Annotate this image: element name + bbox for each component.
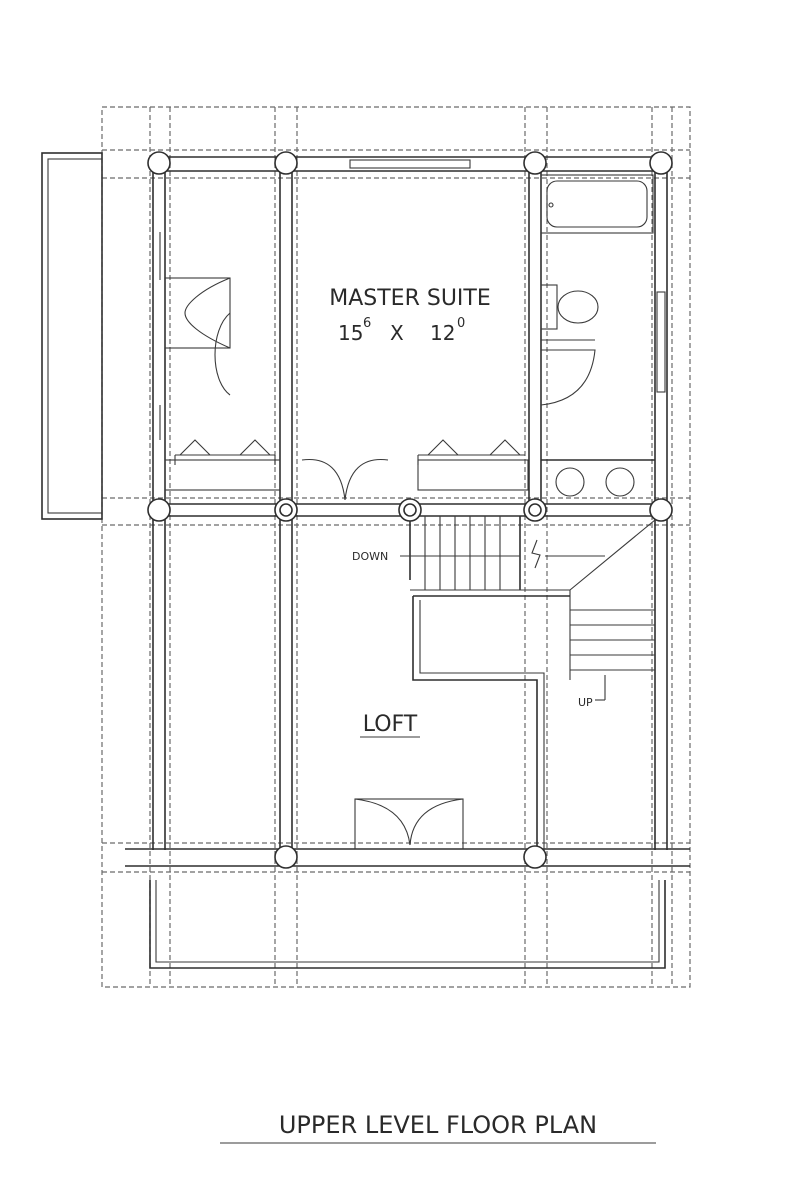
bathroom bbox=[540, 174, 655, 497]
loft-label: LOFT bbox=[363, 712, 418, 737]
log-end-outline bbox=[101, 106, 691, 988]
loft-railing bbox=[412, 595, 570, 850]
sinks bbox=[555, 467, 635, 497]
master-suite-width: 15 bbox=[338, 321, 363, 345]
master-suite-width-inches: 6 bbox=[363, 316, 371, 331]
loft-double-door bbox=[354, 798, 464, 850]
bathtub bbox=[540, 174, 654, 234]
stairs-up-label: UP bbox=[578, 696, 593, 709]
master-suite-depth-inches: 0 bbox=[457, 316, 465, 331]
plan-title: UPPER LEVEL FLOOR PLAN bbox=[279, 1111, 597, 1139]
closet-left bbox=[164, 439, 281, 491]
stairs-down-label: DOWN bbox=[352, 550, 388, 563]
master-double-door bbox=[301, 458, 389, 501]
master-suite-dimensions: 15 6 X 12 0 bbox=[338, 316, 465, 345]
log-posts bbox=[147, 151, 673, 869]
closet-bifold-doors bbox=[159, 232, 231, 440]
toilet bbox=[540, 284, 599, 330]
master-suite-label: MASTER SUITE bbox=[329, 286, 491, 311]
closet-right bbox=[417, 439, 529, 491]
master-suite-depth: 12 bbox=[430, 321, 455, 345]
master-suite-by: X bbox=[390, 321, 404, 345]
bottom-deck bbox=[149, 880, 666, 969]
stairs bbox=[400, 516, 656, 701]
left-deck bbox=[41, 152, 103, 520]
